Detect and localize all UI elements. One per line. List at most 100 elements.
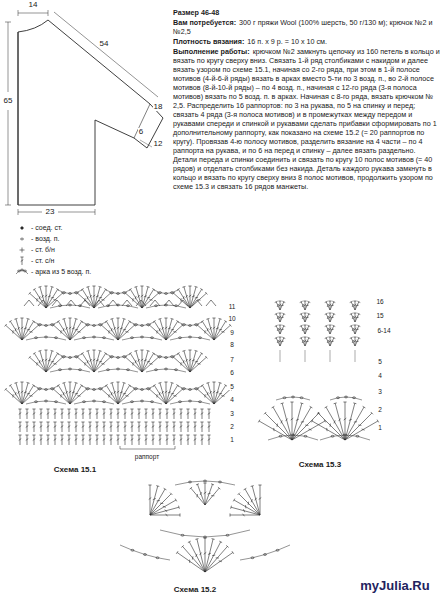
chain-stitch xyxy=(24,270,27,272)
stroke xyxy=(94,350,95,372)
row-number: 10 xyxy=(227,316,236,323)
chain-stitch xyxy=(21,238,24,240)
stroke xyxy=(136,351,142,372)
stroke xyxy=(280,350,281,362)
stroke xyxy=(27,435,28,445)
stroke xyxy=(112,319,118,340)
stroke xyxy=(212,382,215,383)
stroke xyxy=(123,318,126,320)
stroke xyxy=(142,353,154,372)
stroke xyxy=(61,426,64,428)
stroke xyxy=(330,350,331,362)
chain-stitch xyxy=(189,325,192,327)
stroke xyxy=(38,300,43,306)
stroke xyxy=(106,290,130,294)
stroke xyxy=(70,383,76,404)
stroke xyxy=(141,359,144,361)
stroke xyxy=(39,360,40,363)
stroke xyxy=(208,493,211,494)
stroke xyxy=(192,300,197,306)
stroke xyxy=(208,383,214,404)
stroke xyxy=(197,299,200,301)
row-number: 3 xyxy=(229,411,235,418)
chain-stitch xyxy=(93,400,96,402)
stroke xyxy=(302,304,303,307)
stroke xyxy=(97,409,98,419)
stroke xyxy=(18,435,21,436)
chain-stitch xyxy=(183,324,186,326)
stroke xyxy=(349,419,352,420)
stroke xyxy=(68,439,71,441)
chain-stitch xyxy=(99,324,102,326)
stroke xyxy=(357,337,360,338)
chain-stitch xyxy=(159,356,162,358)
stroke xyxy=(325,301,328,302)
stroke xyxy=(352,340,353,343)
stroke xyxy=(350,325,353,326)
stroke xyxy=(226,545,228,547)
stroke xyxy=(22,383,28,404)
stroke xyxy=(210,391,212,394)
stroke xyxy=(139,422,140,432)
stroke xyxy=(339,419,341,422)
stroke xyxy=(145,413,148,415)
chain-stitch xyxy=(183,388,186,390)
stroke xyxy=(173,426,176,428)
stroke xyxy=(178,506,180,509)
stroke xyxy=(207,435,210,436)
slip-stitch-symbol xyxy=(21,227,24,230)
stroke xyxy=(90,409,91,419)
chain-stitch xyxy=(135,388,138,390)
stroke xyxy=(58,385,70,404)
stroke xyxy=(101,363,104,365)
stroke xyxy=(174,293,190,308)
stroke xyxy=(29,331,32,333)
stroke xyxy=(42,295,44,298)
stroke xyxy=(96,426,99,428)
stroke xyxy=(33,352,36,354)
stroke xyxy=(181,409,182,419)
stroke xyxy=(20,409,21,419)
stroke xyxy=(248,502,249,505)
stroke xyxy=(60,394,61,397)
stroke xyxy=(176,384,179,386)
chain-stitch xyxy=(83,337,86,339)
stroke xyxy=(86,286,89,288)
stroke xyxy=(168,392,171,393)
stroke xyxy=(14,382,17,384)
stroke xyxy=(205,356,207,358)
stroke xyxy=(44,286,47,287)
stroke xyxy=(18,422,21,423)
stroke xyxy=(126,357,142,372)
stroke xyxy=(144,422,147,423)
stroke xyxy=(189,295,192,297)
stroke xyxy=(180,298,181,301)
stroke xyxy=(40,351,46,372)
stroke xyxy=(302,328,303,331)
stroke xyxy=(190,350,191,372)
stroke xyxy=(173,395,176,397)
stroke xyxy=(202,321,214,340)
chain-stitch xyxy=(331,435,334,437)
stroke xyxy=(355,314,359,322)
stroke xyxy=(190,293,206,308)
stroke xyxy=(306,341,309,343)
stroke xyxy=(103,413,106,415)
stroke xyxy=(193,409,196,410)
stroke xyxy=(326,302,330,310)
stroke xyxy=(34,322,58,326)
stroke xyxy=(160,530,250,537)
stroke xyxy=(53,409,56,410)
stroke xyxy=(98,305,138,308)
stroke xyxy=(47,426,50,428)
stroke xyxy=(204,552,207,554)
stroke xyxy=(301,421,304,422)
stroke xyxy=(46,351,52,372)
stroke xyxy=(147,297,150,298)
stroke xyxy=(53,299,56,301)
stroke xyxy=(81,288,84,290)
stroke xyxy=(62,409,63,419)
stroke xyxy=(144,435,147,436)
stroke xyxy=(275,337,278,338)
stroke xyxy=(15,392,16,395)
